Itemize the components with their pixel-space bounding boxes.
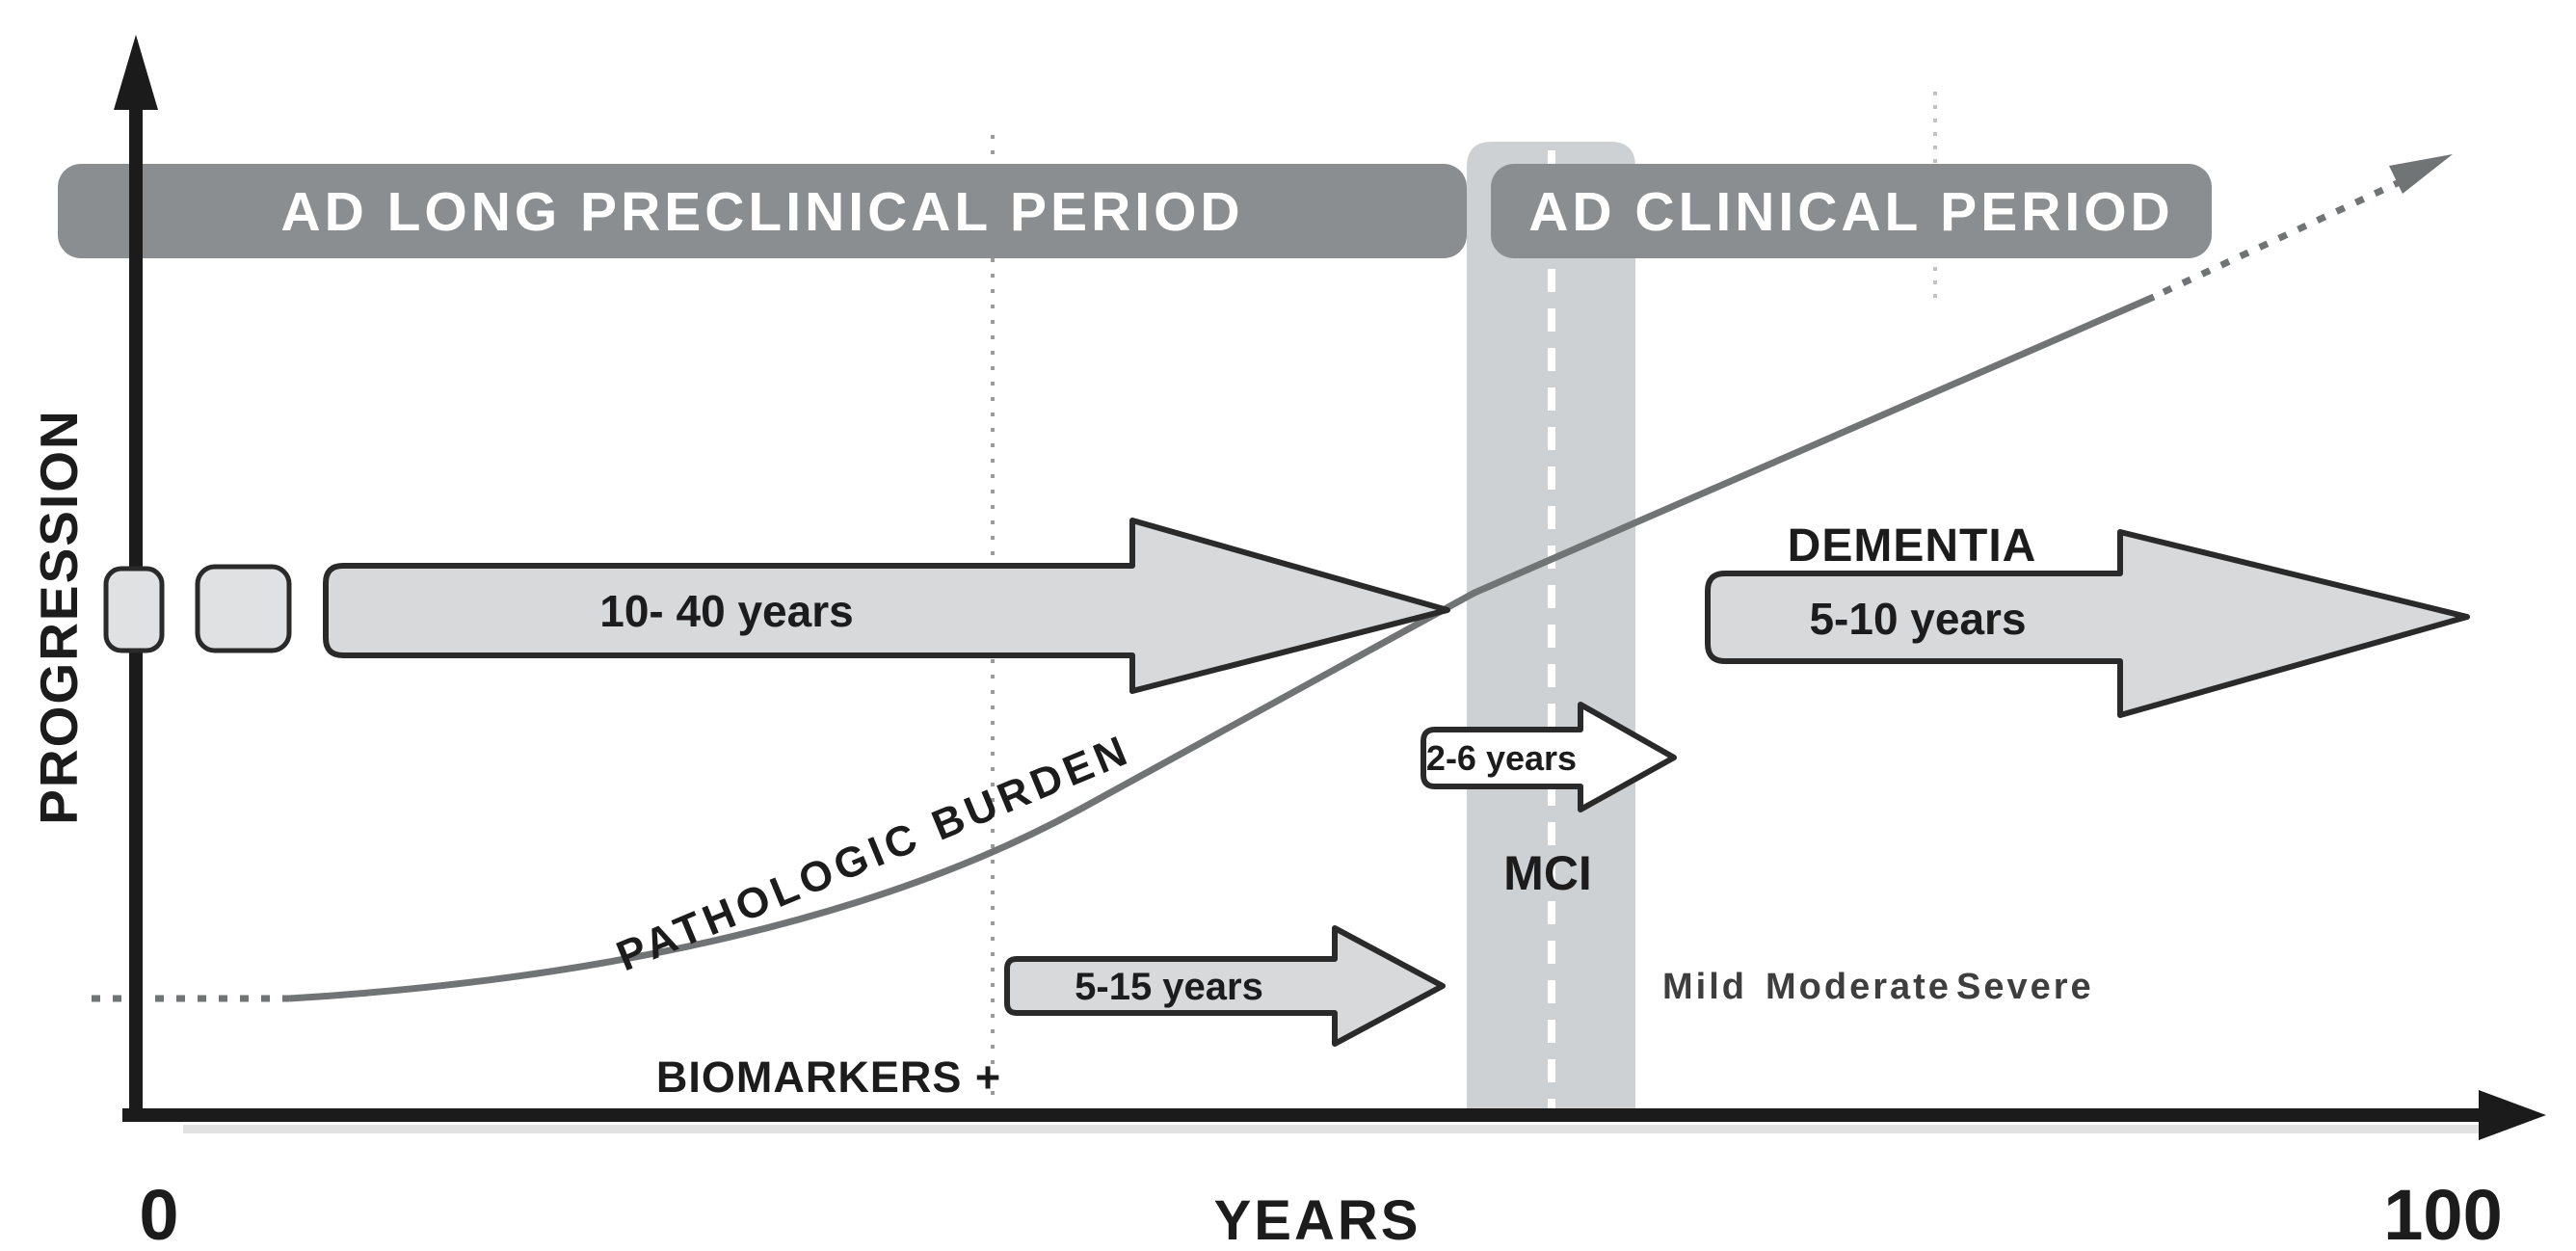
- biomarkers-label: BIOMARKERS +: [656, 1052, 1001, 1102]
- dementia-duration-arrow: [1705, 529, 2470, 718]
- dementia-duration-label: 5-10 years: [1809, 594, 2026, 644]
- preclinical-duration-arrow: [323, 518, 1450, 694]
- progression-axis-label: PROGRESSION: [29, 409, 89, 825]
- severity-label-mild: Mild: [1662, 967, 1747, 1007]
- pathology-curve: [288, 293, 2156, 1002]
- y-axis-arrowhead-icon: [114, 35, 158, 110]
- x-max-label: 100: [2383, 1175, 2502, 1251]
- biomarkers-duration-label: 5-15 years: [1075, 966, 1263, 1008]
- mci-label: MCI: [1503, 846, 1592, 900]
- marker-chip-on-axis: [103, 566, 165, 653]
- biomarkers-duration-arrow: [1004, 925, 1446, 1047]
- dementia-label: DEMENTIA: [1788, 520, 2037, 572]
- preclinical-period-label: AD LONG PRECLINICAL PERIOD: [280, 181, 1243, 243]
- pathology-curve-label: PATHOLOGIC BURDEN: [610, 726, 1137, 980]
- mci-duration-arrow: [1421, 702, 1677, 812]
- clinical-period-bar: [1491, 164, 2212, 258]
- x-origin-label: 0: [139, 1175, 178, 1251]
- years-axis-label: YEARS: [1214, 1189, 1421, 1251]
- preclinical-period-bar: [58, 164, 1467, 258]
- x-axis-arrowhead-icon: [2479, 1090, 2546, 1140]
- mci-duration-label: 2-6 years: [1426, 738, 1577, 778]
- pathology-curve-dotted-end: [2162, 177, 2403, 296]
- marker-chip-2: [195, 564, 292, 653]
- severity-label-moderate: Moderate: [1766, 967, 1952, 1007]
- preclinical-duration-label: 10- 40 years: [599, 586, 853, 636]
- x-axis-shadow: [183, 1125, 2486, 1133]
- clinical-period-label: AD CLINICAL PERIOD: [1528, 181, 2173, 243]
- x-axis-line: [122, 1108, 2485, 1122]
- pathology-curve-arrowhead-icon: [2389, 154, 2453, 194]
- severity-label-severe: Severe: [1956, 967, 2094, 1007]
